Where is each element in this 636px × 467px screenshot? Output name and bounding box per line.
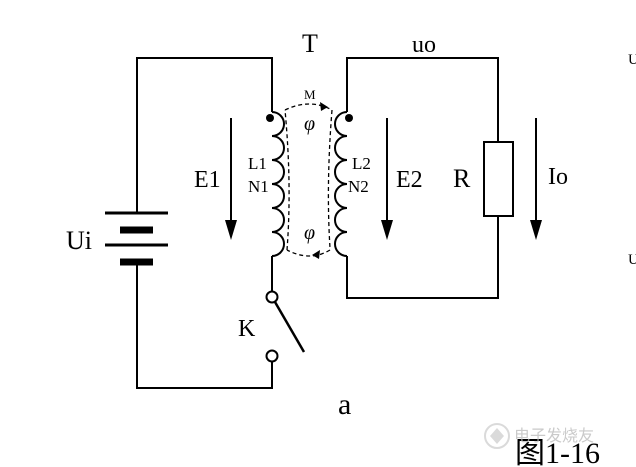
edge-char-top: U bbox=[628, 52, 636, 68]
flux-label-top: φ bbox=[304, 113, 315, 135]
secondary-dot-icon bbox=[345, 114, 353, 122]
n2-label: N2 bbox=[348, 177, 369, 196]
resistor-label: R bbox=[453, 164, 471, 193]
secondary-bottom-wire bbox=[346, 216, 499, 299]
n1-label: N1 bbox=[248, 177, 269, 196]
watermark-logo-icon bbox=[484, 423, 510, 449]
secondary-top-wire bbox=[346, 57, 499, 142]
edge-char-mid: U bbox=[628, 252, 636, 268]
l1-label: L1 bbox=[248, 154, 267, 173]
sub-label: a bbox=[338, 388, 351, 421]
flux-arrow-bottom-icon bbox=[312, 250, 320, 259]
e2-arrow-icon bbox=[381, 118, 393, 240]
secondary-coil-icon bbox=[334, 111, 348, 257]
resistor-icon bbox=[483, 141, 514, 217]
flux-arrow-top-icon bbox=[320, 102, 328, 111]
battery-icon bbox=[105, 211, 168, 266]
transformer-label: T bbox=[302, 29, 318, 58]
watermark-text: 电子发烧友 bbox=[514, 426, 594, 445]
l2-label: L2 bbox=[352, 154, 371, 173]
flux-path-icon bbox=[284, 103, 333, 257]
primary-coil-icon bbox=[271, 111, 285, 257]
flux-label-bottom: φ bbox=[304, 222, 315, 244]
switch-label: K bbox=[238, 316, 256, 342]
e1-arrow-icon bbox=[225, 118, 237, 240]
switch-icon bbox=[265, 290, 306, 363]
primary-dot-icon bbox=[266, 114, 274, 122]
ui-label: Ui bbox=[66, 226, 92, 255]
output-voltage-label: uo bbox=[412, 32, 436, 58]
io-label: Io bbox=[548, 164, 568, 190]
e2-label: E2 bbox=[396, 167, 423, 193]
figure-caption: 图1-16 bbox=[515, 437, 600, 467]
e1-label: E1 bbox=[194, 167, 221, 193]
mutual-label: M bbox=[304, 87, 316, 102]
primary-bottom-wire bbox=[136, 262, 273, 389]
io-arrow-icon bbox=[530, 118, 542, 240]
primary-top-wire bbox=[136, 57, 273, 213]
